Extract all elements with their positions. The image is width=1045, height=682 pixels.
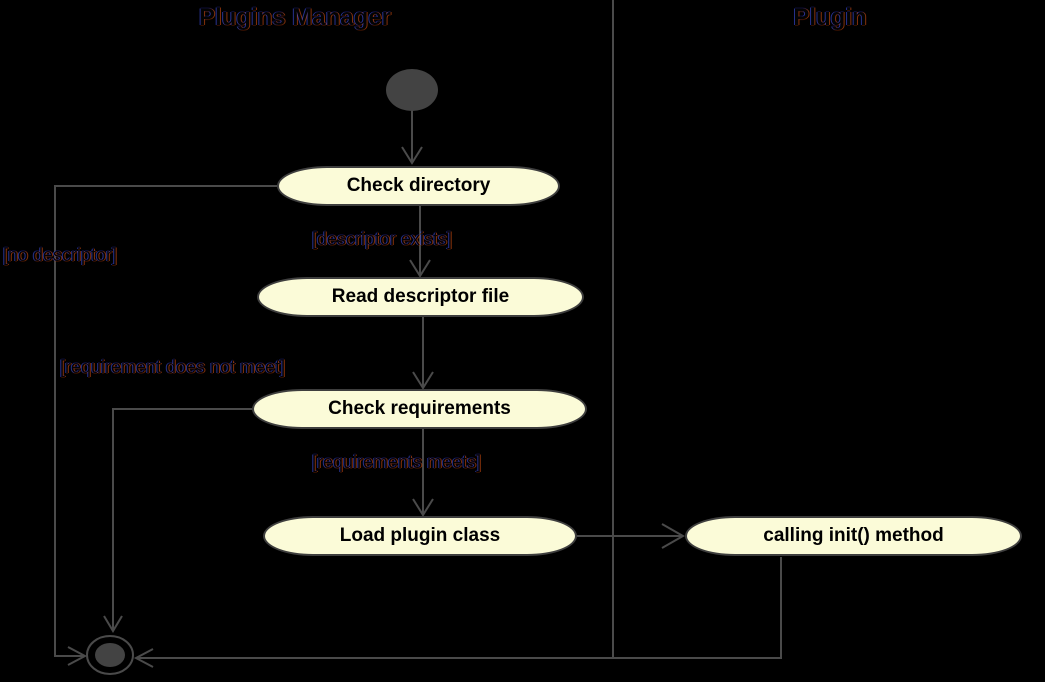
edge-check-requirements-to-load-plugin [412, 429, 434, 517]
guard-no-descriptor: [no descriptor] [3, 245, 118, 265]
guard-requirement-does-not-meet: [requirement does not meet] [60, 357, 286, 377]
edge-check-directory-to-read-descriptor [409, 206, 431, 278]
activity-calling-init-method: calling init() method [685, 516, 1022, 556]
final-node-ring [86, 635, 134, 675]
edge-requirement-not-meet-to-final [103, 408, 252, 633]
swimlane-title-plugins-manager: Plugins Manager [198, 4, 392, 31]
final-node-core [95, 643, 125, 667]
activity-load-plugin-class: Load plugin class [263, 516, 577, 556]
swimlane-title-plugin: Plugin [793, 4, 867, 31]
activity-check-requirements: Check requirements [252, 389, 587, 429]
activity-read-descriptor-file: Read descriptor file [257, 277, 584, 317]
guard-descriptor-exists: [descriptor exists] [312, 229, 453, 249]
edge-no-descriptor-to-final [54, 185, 277, 666]
edge-read-descriptor-to-check-requirements [412, 317, 434, 390]
initial-node [386, 69, 438, 111]
edge-load-plugin-to-calling-init [577, 523, 686, 549]
edge-calling-init-to-final [133, 557, 782, 668]
guard-requirements-meets: [requirements meets] [312, 452, 482, 472]
edge-start-to-check-directory [401, 110, 423, 165]
activity-check-directory: Check directory [277, 166, 560, 206]
